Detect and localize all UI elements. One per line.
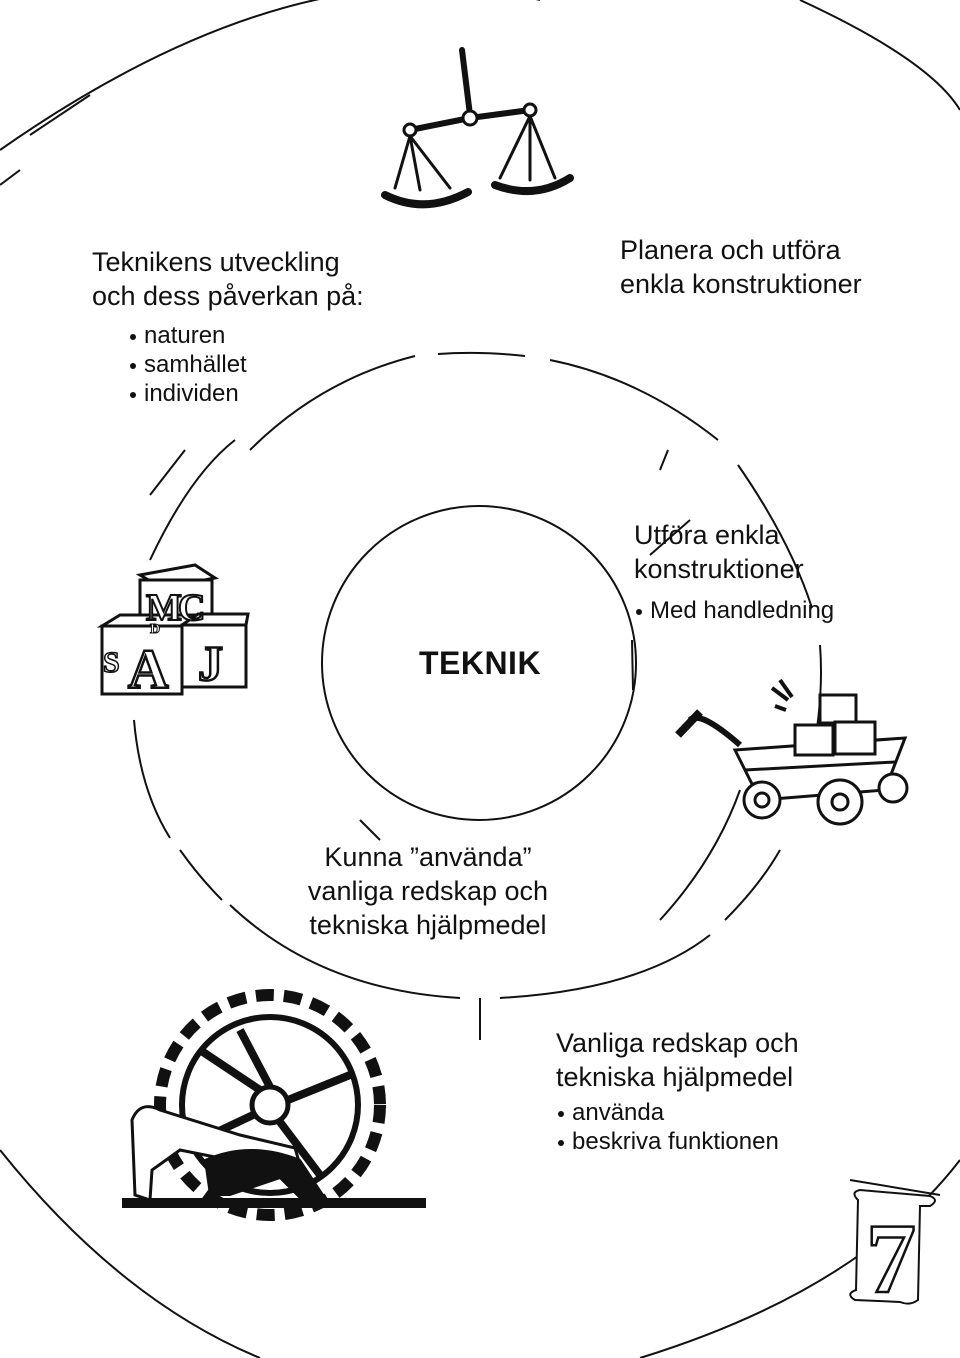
- segment-top-right: Planera och utföra enkla konstruktioner: [620, 233, 862, 301]
- segment-top-left-line-1: Teknikens utveckling: [92, 247, 340, 277]
- bullet-item: naturen: [130, 321, 364, 350]
- bullet-item: använda: [558, 1098, 799, 1127]
- segment-middle-right-line-2: konstruktioner: [634, 554, 804, 584]
- bullet-item: Med handledning: [636, 596, 834, 625]
- segment-top-left-line-2: och dess påverkan på:: [92, 281, 364, 311]
- balance-scale-icon: [381, 47, 574, 209]
- center-label: TEKNIK: [418, 645, 542, 681]
- segment-top-left-bullets: naturen samhället individen: [130, 321, 364, 408]
- block-letter-c: C: [178, 587, 205, 629]
- segment-middle-bottom-line-2: vanliga redskap och: [307, 876, 549, 906]
- middle-ring: [133, 351, 822, 999]
- segment-middle-bottom-line-3: tekniska hjälpmedel: [309, 910, 547, 940]
- bullet-item: samhället: [130, 350, 364, 379]
- segment-middle-right-line-1: Utföra enkla: [634, 520, 780, 550]
- segment-middle-right-bullets: Med handledning: [636, 596, 834, 625]
- segment-middle-bottom-line-1: Kunna ”använda”: [324, 842, 532, 872]
- segment-bottom-right-line-2: tekniska hjälpmedel: [556, 1062, 794, 1092]
- segment-middle-bottom: Kunna ”använda” vanliga redskap och tekn…: [278, 840, 578, 942]
- block-letter-s: S: [103, 646, 120, 679]
- segment-top-right-line-1: Planera och utföra: [620, 235, 841, 265]
- page-number: 7: [866, 1203, 916, 1314]
- spoke-lines: [0, 94, 941, 1196]
- bullet-item: individen: [130, 379, 364, 408]
- letter-blocks-icon: M C A J S D: [96, 563, 250, 702]
- segment-bottom-right-bullets: använda beskriva funktionen: [558, 1098, 799, 1156]
- segment-bottom-right: Vanliga redskap och tekniska hjälpmedel …: [556, 1026, 799, 1156]
- segment-middle-right: Utföra enkla konstruktioner Med handledn…: [634, 518, 834, 625]
- block-letter-j: J: [198, 635, 223, 691]
- block-letter-a: A: [128, 639, 169, 701]
- man-pushing-gear-icon: [122, 989, 426, 1221]
- wagon-with-blocks-icon: [675, 678, 909, 826]
- segment-top-left: Teknikens utveckling och dess påverkan p…: [92, 245, 364, 408]
- block-letter-d: D: [150, 622, 160, 637]
- block-letter-m: M: [146, 587, 182, 629]
- segment-top-right-line-2: enkla konstruktioner: [620, 269, 862, 299]
- segment-bottom-right-line-1: Vanliga redskap och: [556, 1028, 799, 1058]
- scroll-page-number-icon: 7: [849, 1188, 936, 1315]
- bullet-item: beskriva funktionen: [558, 1127, 799, 1156]
- inner-circle: [321, 505, 637, 821]
